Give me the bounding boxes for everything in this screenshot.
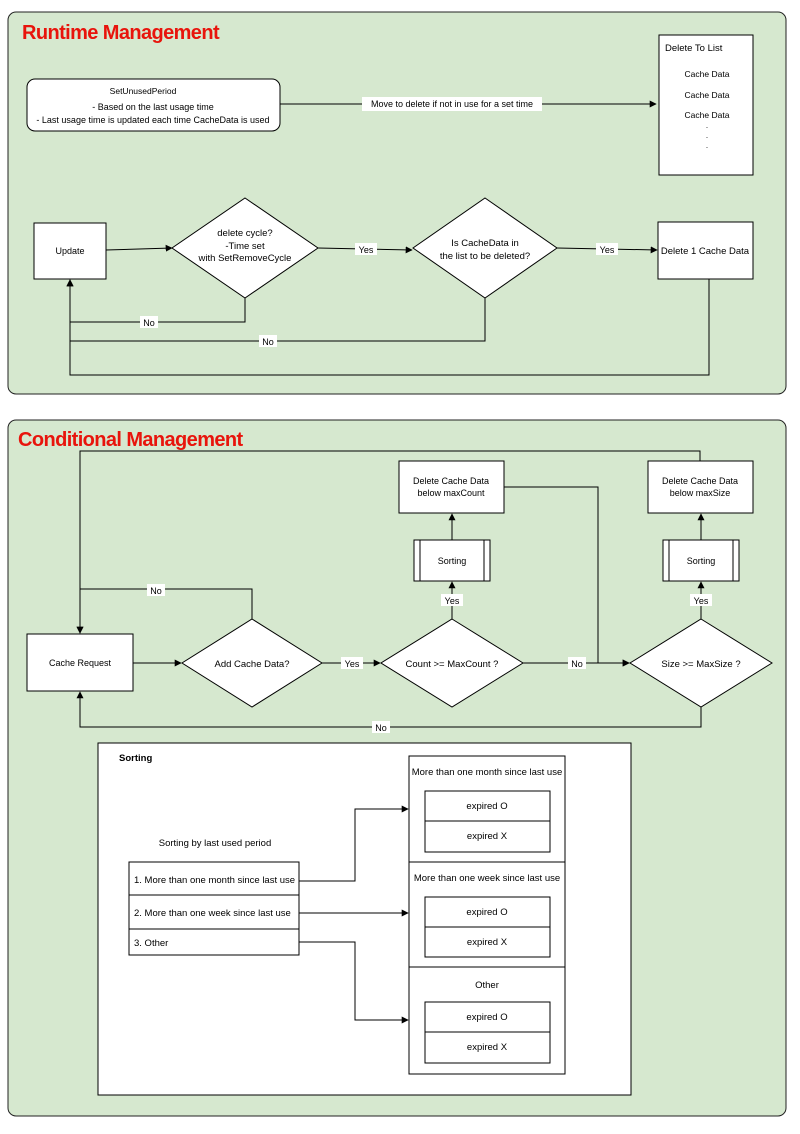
group-2-item-1: expired O	[466, 907, 507, 918]
sorting-process-2-label: Sorting	[687, 556, 716, 566]
conditional-title: Conditional Management	[18, 429, 244, 451]
sorting-detail-subtitle: Sorting by last used period	[159, 838, 271, 849]
yes2-bg	[596, 243, 618, 255]
no-add-loop	[76, 588, 253, 634]
delete-maxcount-line2: below maxCount	[417, 488, 485, 498]
update-box	[33, 222, 107, 280]
delete-one-return-loop	[66, 279, 710, 376]
no-add-label: No	[150, 586, 162, 596]
sorting-detail-title: Sorting	[119, 753, 152, 764]
no-size-loop	[76, 691, 702, 728]
delete-maxcount-to-size-line	[504, 486, 630, 667]
group-2-title: More than one week since last use	[414, 873, 560, 884]
group-3-title: Other	[475, 980, 499, 991]
delete-list-item: Cache Data	[685, 110, 730, 120]
no-count-label: No	[571, 659, 583, 669]
delete-list-item: Cache Data	[685, 69, 730, 79]
yes-size-bg	[690, 594, 712, 606]
delete-to-list-title: Delete To List	[665, 43, 723, 54]
group-3-item-2: expired X	[467, 1042, 508, 1053]
set-unused-period-line1: - Based on the last usage time	[92, 102, 214, 112]
no1-label: No	[143, 318, 155, 328]
delete-one-label: Delete 1 Cache Data	[661, 246, 750, 257]
sorting-option-3: 3. Other	[134, 938, 168, 949]
yes-count-bg	[441, 594, 463, 606]
update-label: Update	[55, 246, 84, 256]
size-label: Size >= MaxSize ?	[661, 659, 740, 670]
set-unused-period-title: SetUnusedPeriod	[110, 86, 177, 96]
no-count-bg	[568, 657, 586, 669]
no-size-bg	[372, 721, 390, 733]
update-to-cycle-arrow	[105, 244, 173, 252]
yes-add-bg	[341, 657, 363, 669]
delete-list-dot: .	[706, 131, 708, 140]
option-list-box	[128, 861, 300, 956]
delete-cycle-line3: with SetRemoveCycle	[198, 253, 292, 264]
yes-count-label: Yes	[445, 596, 460, 606]
delete-list-item: Cache Data	[685, 90, 730, 100]
sorting-option-1: 1. More than one month since last use	[134, 875, 295, 886]
no2-label: No	[262, 337, 274, 347]
set-unused-period-line2: - Last usage time is updated each time C…	[36, 115, 269, 125]
no-size-label: No	[375, 723, 387, 733]
delete-maxsize-return-loop	[76, 450, 701, 634]
set-unused-period-box	[26, 78, 281, 132]
delete-maxsize-line1: Delete Cache Data	[662, 476, 738, 486]
sorting-process-1	[413, 539, 491, 582]
group-1-item-1: expired O	[466, 801, 507, 812]
delete-to-list-box	[658, 34, 754, 176]
delete-cycle-line1: delete cycle?	[217, 228, 272, 239]
yes-size-label: Yes	[694, 596, 709, 606]
add-cache-diamond	[181, 618, 323, 708]
group-2-item-2: expired X	[467, 937, 508, 948]
delete-maxcount-line1: Delete Cache Data	[413, 476, 489, 486]
delete-list-dot: .	[706, 121, 708, 130]
sorting-option-2: 2. More than one week since last use	[134, 908, 291, 919]
yes1-bg	[355, 243, 377, 255]
no2-bg	[259, 335, 277, 347]
option-3-arrow	[299, 941, 409, 1024]
count-label: Count >= MaxCount ?	[406, 659, 499, 670]
runtime-title: Runtime Management	[22, 22, 220, 44]
cache-request-label: Cache Request	[49, 658, 112, 668]
no1-bg	[140, 316, 158, 328]
delete-maxcount-box	[398, 460, 505, 514]
delete-list-dot: .	[706, 141, 708, 150]
no-add-bg	[147, 584, 165, 596]
is-cachedata-line2: the list to be deleted?	[440, 251, 530, 262]
count-diamond	[380, 618, 524, 708]
move-label-bg	[362, 97, 542, 111]
sorting-process-1-label: Sorting	[438, 556, 467, 566]
cache-request-box	[26, 633, 134, 692]
delete-one-box	[657, 221, 754, 280]
group-3-item-1: expired O	[466, 1012, 507, 1023]
group-1-item-2: expired X	[467, 831, 508, 842]
yes-add-label: Yes	[345, 659, 360, 669]
yes1-label: Yes	[359, 245, 374, 255]
yes2-label: Yes	[600, 245, 615, 255]
group-1-title: More than one month since last use	[412, 767, 563, 778]
option-1-arrow	[299, 805, 409, 882]
is-cachedata-line1: Is CacheData in	[451, 238, 519, 249]
add-cache-label: Add Cache Data?	[215, 659, 290, 670]
move-label: Move to delete if not in use for a set t…	[371, 99, 533, 109]
delete-cycle-line2: -Time set	[225, 241, 265, 252]
delete-maxsize-box	[647, 460, 754, 514]
delete-maxsize-line2: below maxSize	[670, 488, 731, 498]
sorting-process-2	[662, 539, 740, 582]
